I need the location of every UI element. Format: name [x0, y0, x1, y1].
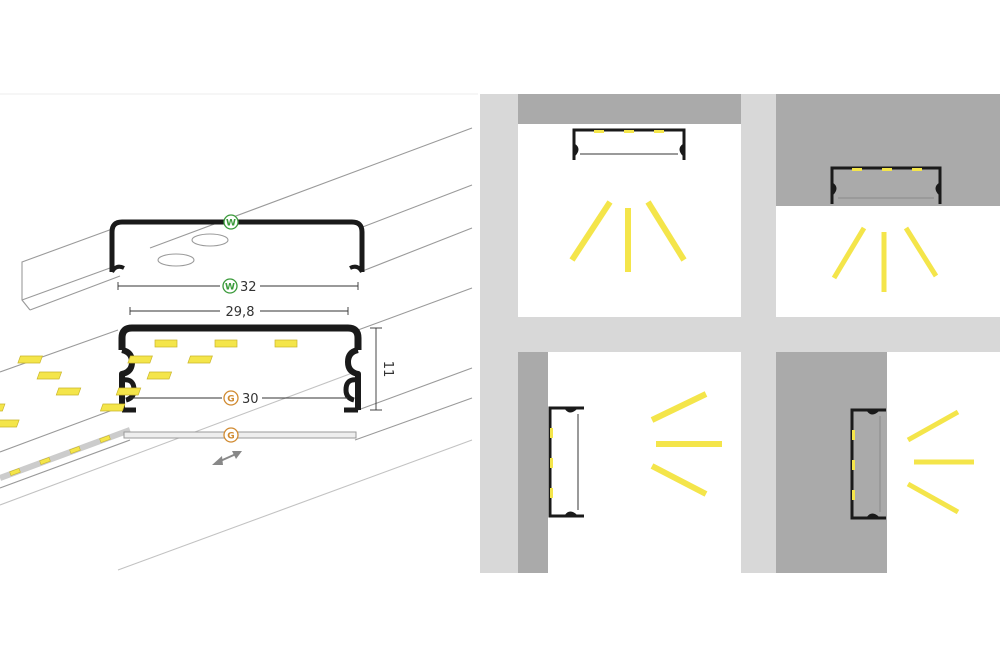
- svg-text:32: 32: [240, 280, 257, 295]
- svg-text:G: G: [227, 432, 234, 442]
- cover-clip-left: [110, 264, 125, 273]
- svg-text:G: G: [227, 395, 234, 405]
- svg-text:W: W: [225, 283, 235, 293]
- light-rays: [831, 226, 939, 292]
- slide-arrow-icon: [212, 451, 242, 465]
- led-strip-inside: [0, 339, 298, 428]
- perspective-outline: [0, 127, 473, 571]
- light-rays: [569, 200, 687, 272]
- dimension-outer-width: W 32: [117, 278, 359, 295]
- mounting-views: [480, 94, 1000, 573]
- cover-clip-right: [349, 264, 364, 273]
- badge-w-icon: W: [223, 214, 239, 230]
- scene-wall-recessed: [776, 352, 1000, 573]
- mounting-hole: [157, 253, 195, 267]
- svg-text:W: W: [226, 219, 236, 229]
- svg-text:30: 30: [242, 392, 259, 407]
- profile-diagram: W W 32 29,8: [0, 93, 478, 571]
- cover-profile: [109, 219, 365, 272]
- svg-text:29,8: 29,8: [226, 305, 255, 320]
- scene-wall-surface: [518, 352, 741, 573]
- mounting-hole: [191, 233, 229, 247]
- light-rays: [906, 409, 974, 515]
- dimension-diffuser-width: G 30: [130, 390, 348, 407]
- led-strip-perspective: [0, 427, 132, 481]
- light-rays: [650, 391, 722, 497]
- scene-ceiling-recessed: [776, 94, 1000, 317]
- dimension-inner-width: 29,8: [129, 302, 349, 320]
- svg-text:11: 11: [380, 361, 395, 378]
- scene-ceiling-surface: [518, 94, 741, 317]
- dimension-height: 11: [370, 327, 395, 411]
- diffuser-strip: G: [123, 427, 357, 443]
